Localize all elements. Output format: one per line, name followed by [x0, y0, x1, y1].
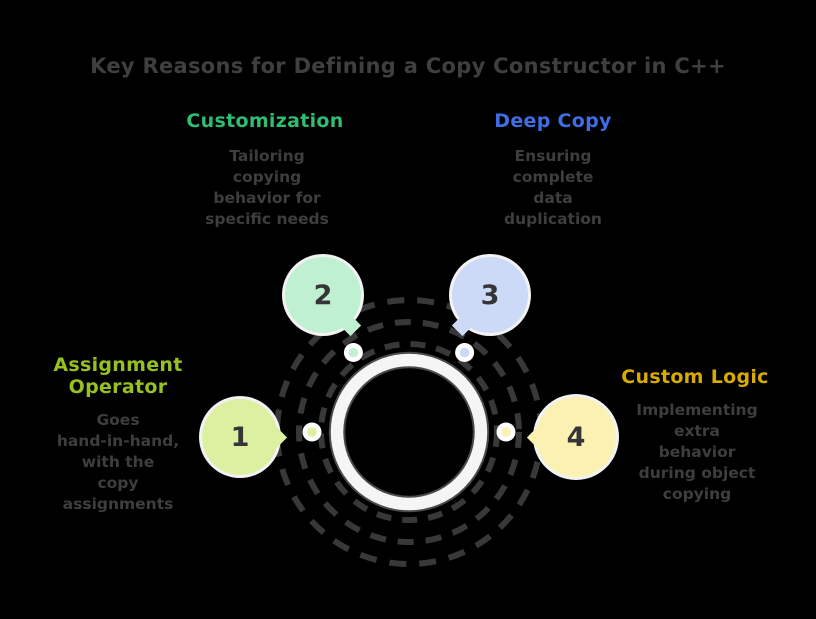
desc-assignment-operator: Goes hand-in-hand, with the copy assignm… [56, 411, 180, 513]
center-white-ring [328, 351, 490, 513]
label-custom-logic: Custom Logic [621, 366, 769, 388]
connector-pin-custom-logic [496, 422, 516, 442]
diagram-title: Key Reasons for Defining a Copy Construc… [90, 54, 726, 78]
bubble-step-2: 2 [285, 257, 362, 337]
label-assignment-operator: Assignment Operator [53, 354, 183, 398]
bubble-step-3: 3 [451, 257, 528, 337]
desc-deep-copy: Ensuring complete data duplication [504, 147, 602, 228]
bubble-step-4: 4 [526, 397, 616, 477]
connector-pin-assignment-operator [302, 422, 322, 442]
bubble-number-3: 3 [480, 279, 500, 311]
bubble-number-4: 4 [566, 421, 586, 453]
bubble-number-2: 2 [313, 279, 333, 311]
label-deep-copy: Deep Copy [494, 110, 612, 132]
label-customization: Customization [186, 110, 344, 132]
bubble-number-1: 1 [230, 421, 250, 453]
desc-custom-logic: Implementing extra behavior during objec… [636, 401, 758, 503]
bubble-step-1: 1 [202, 399, 288, 475]
connector-pin-customization [343, 343, 363, 362]
connector-pin-deep-copy [455, 343, 475, 362]
desc-customization: Tailoring copying behavior for specific … [205, 147, 329, 228]
